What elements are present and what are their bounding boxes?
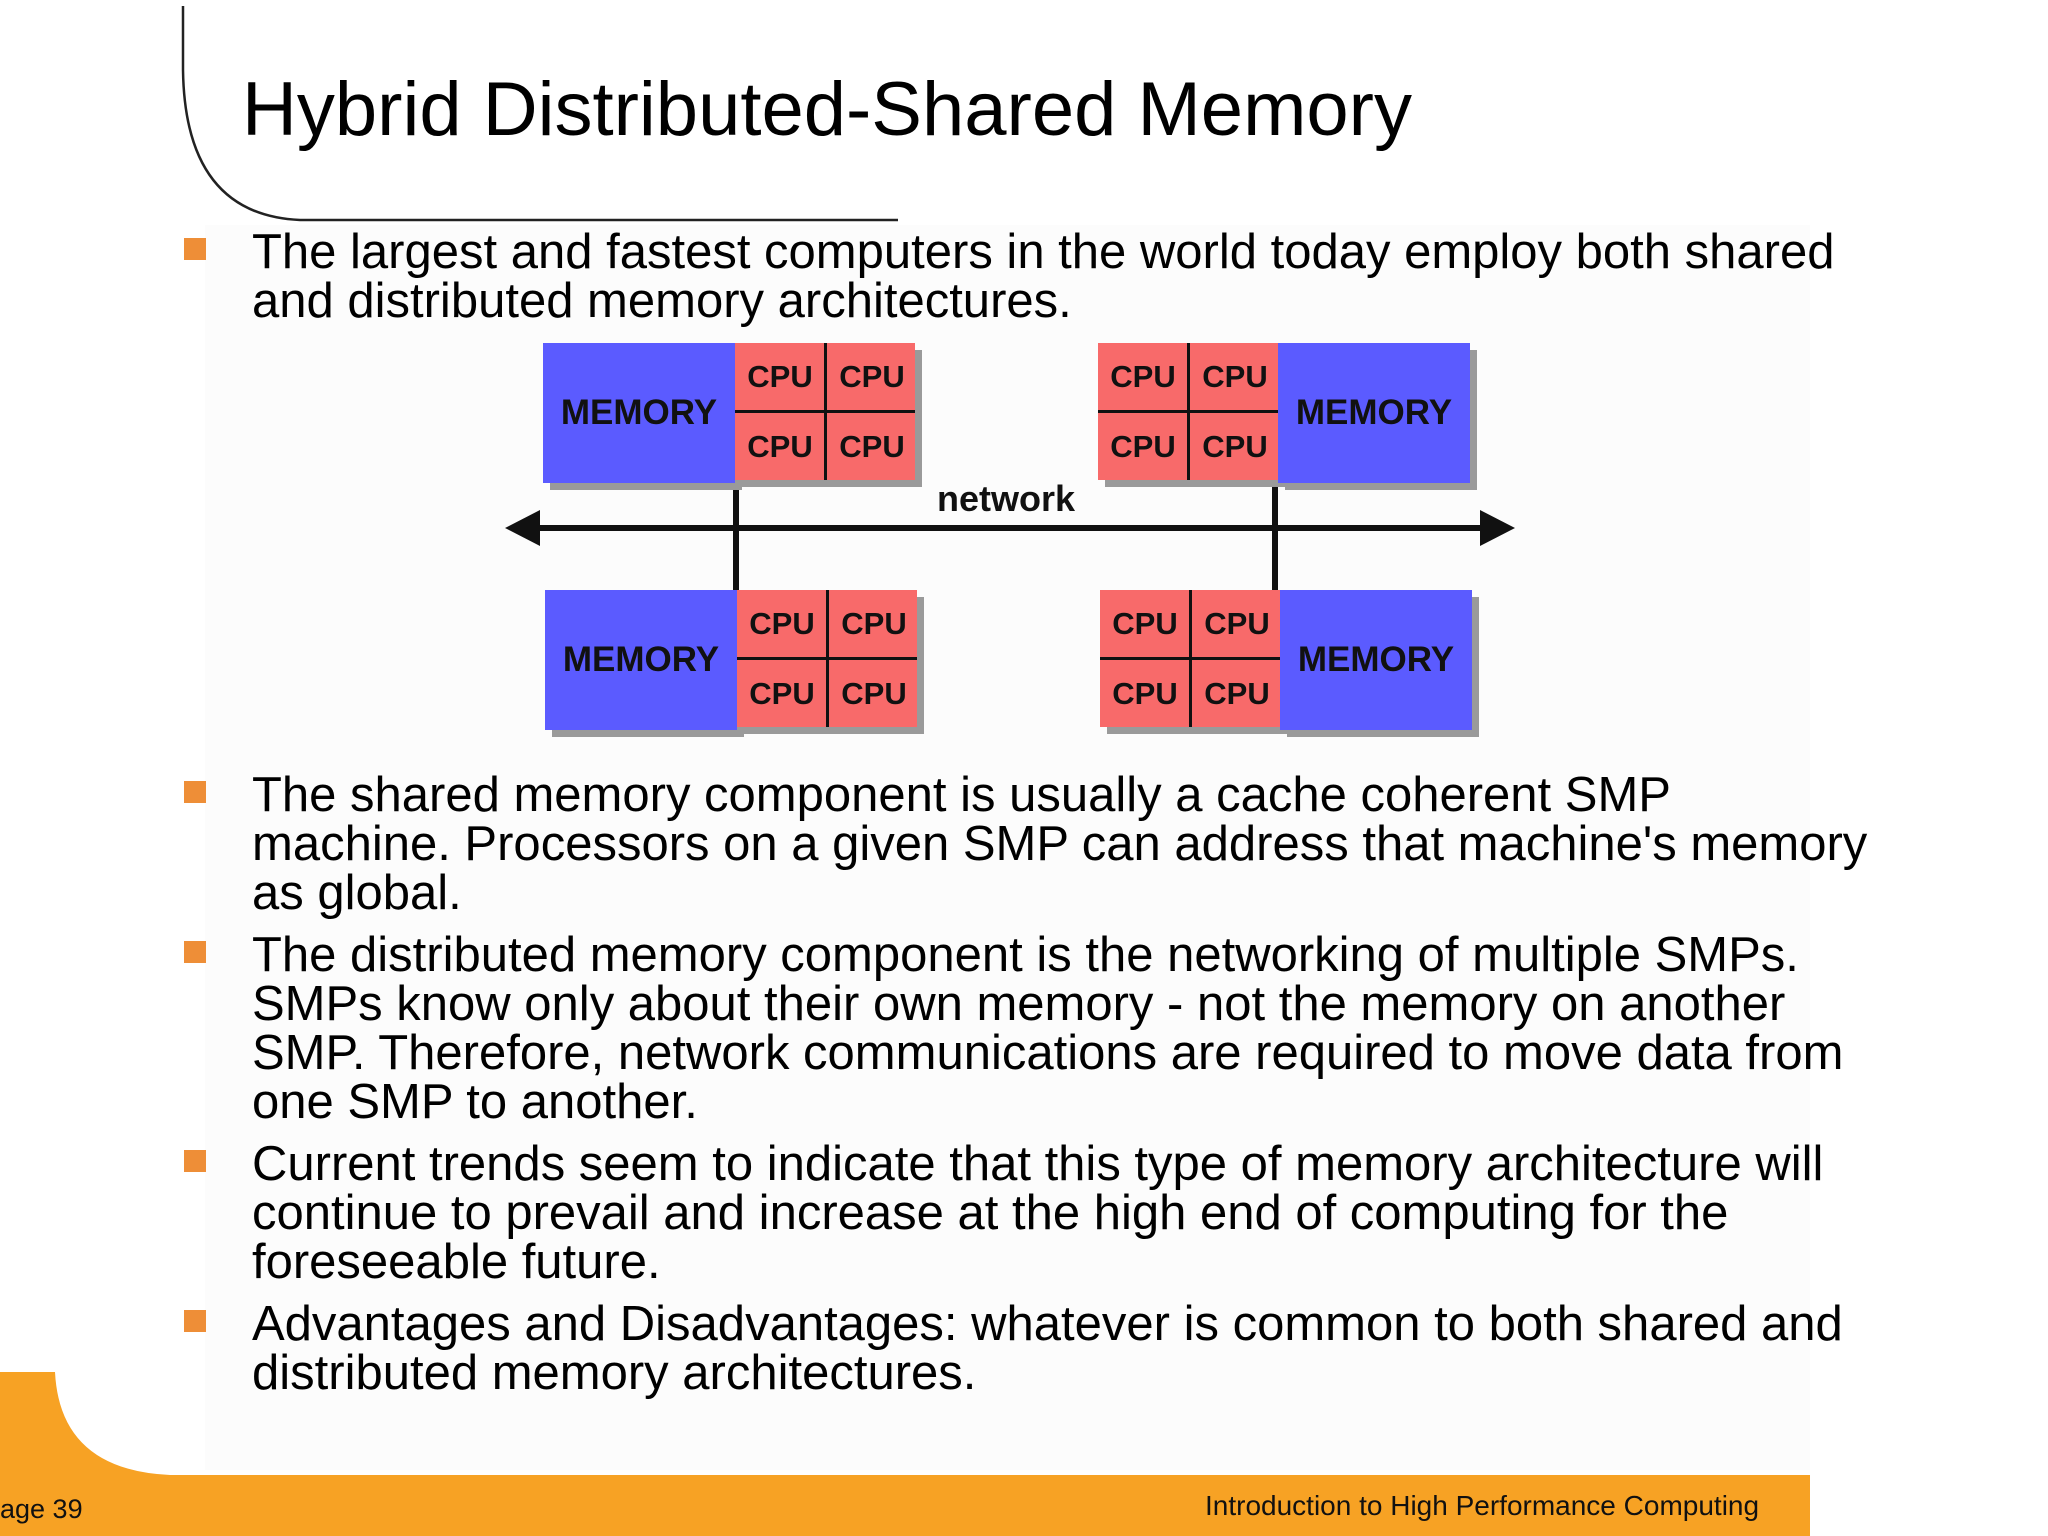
- arrow-right-icon: [1480, 510, 1515, 546]
- title-decoration: [181, 6, 898, 222]
- bullet-square-icon: [184, 1150, 206, 1172]
- cpu-cell: CPU: [1202, 429, 1268, 464]
- bullet-text: The distributed memory component is the …: [252, 928, 1844, 1129]
- cpu-cell: CPU: [1204, 676, 1270, 711]
- cpu-cell: CPU: [1112, 676, 1178, 711]
- cpu-grid: CPU CPU CPU CPU: [737, 590, 917, 727]
- page-number: age 39: [0, 1494, 83, 1524]
- arrow-left-icon: [505, 510, 540, 546]
- bullet-text: Current trends seem to indicate that thi…: [252, 1137, 1824, 1289]
- bullet-item: The shared memory component is usually a…: [184, 768, 1872, 920]
- footer-bar: [0, 1475, 1810, 1536]
- bullet-item: The largest and fastest computers in the…: [184, 225, 1872, 328]
- cpu-grid: CPU CPU CPU CPU: [1100, 590, 1280, 727]
- content-background: [205, 225, 1810, 1470]
- bullet-text: The largest and fastest computers in the…: [252, 225, 1835, 328]
- slide-title: Hybrid Distributed-Shared Memory: [242, 67, 1412, 152]
- cpu-cell: CPU: [841, 676, 907, 711]
- cpu-cell: CPU: [839, 359, 905, 394]
- cpu-cell: CPU: [839, 429, 905, 464]
- cpu-cell: CPU: [1110, 429, 1176, 464]
- bullet-item: The distributed memory component is the …: [184, 928, 1872, 1129]
- cpu-cell: CPU: [749, 676, 815, 711]
- bullet-item: Advantages and Disadvantages: whatever i…: [184, 1297, 1872, 1400]
- cpu-cell: CPU: [749, 606, 815, 641]
- cpu-cell: CPU: [1110, 359, 1176, 394]
- network-lines: [505, 484, 1515, 590]
- bullet-text: Advantages and Disadvantages: whatever i…: [252, 1297, 1843, 1400]
- network-label: network: [937, 478, 1076, 519]
- bullet-square-icon: [184, 238, 206, 260]
- cpu-cell: CPU: [1204, 606, 1270, 641]
- course-title: Introduction to High Performance Computi…: [1205, 1490, 1760, 1521]
- memory-block: MEMORY: [543, 343, 735, 483]
- cpu-cell: CPU: [747, 429, 813, 464]
- bullet-text: The shared memory component is usually a…: [252, 768, 1868, 920]
- cpu-cell: CPU: [1112, 606, 1178, 641]
- memory-block: MEMORY: [1278, 343, 1470, 483]
- cpu-grid: CPU CPU CPU CPU: [1098, 343, 1278, 480]
- cpu-cell: CPU: [747, 359, 813, 394]
- cpu-cell: CPU: [1202, 359, 1268, 394]
- memory-block: MEMORY: [545, 590, 737, 730]
- footer-curve-decoration: [0, 1372, 170, 1475]
- bullet-item: Current trends seem to indicate that thi…: [184, 1137, 1872, 1289]
- memory-block: MEMORY: [1280, 590, 1472, 730]
- bullet-square-icon: [184, 941, 206, 963]
- cpu-grid: CPU CPU CPU CPU: [735, 343, 915, 480]
- bullet-square-icon: [184, 1310, 206, 1332]
- cpu-cell: CPU: [841, 606, 907, 641]
- bullet-square-icon: [184, 781, 206, 803]
